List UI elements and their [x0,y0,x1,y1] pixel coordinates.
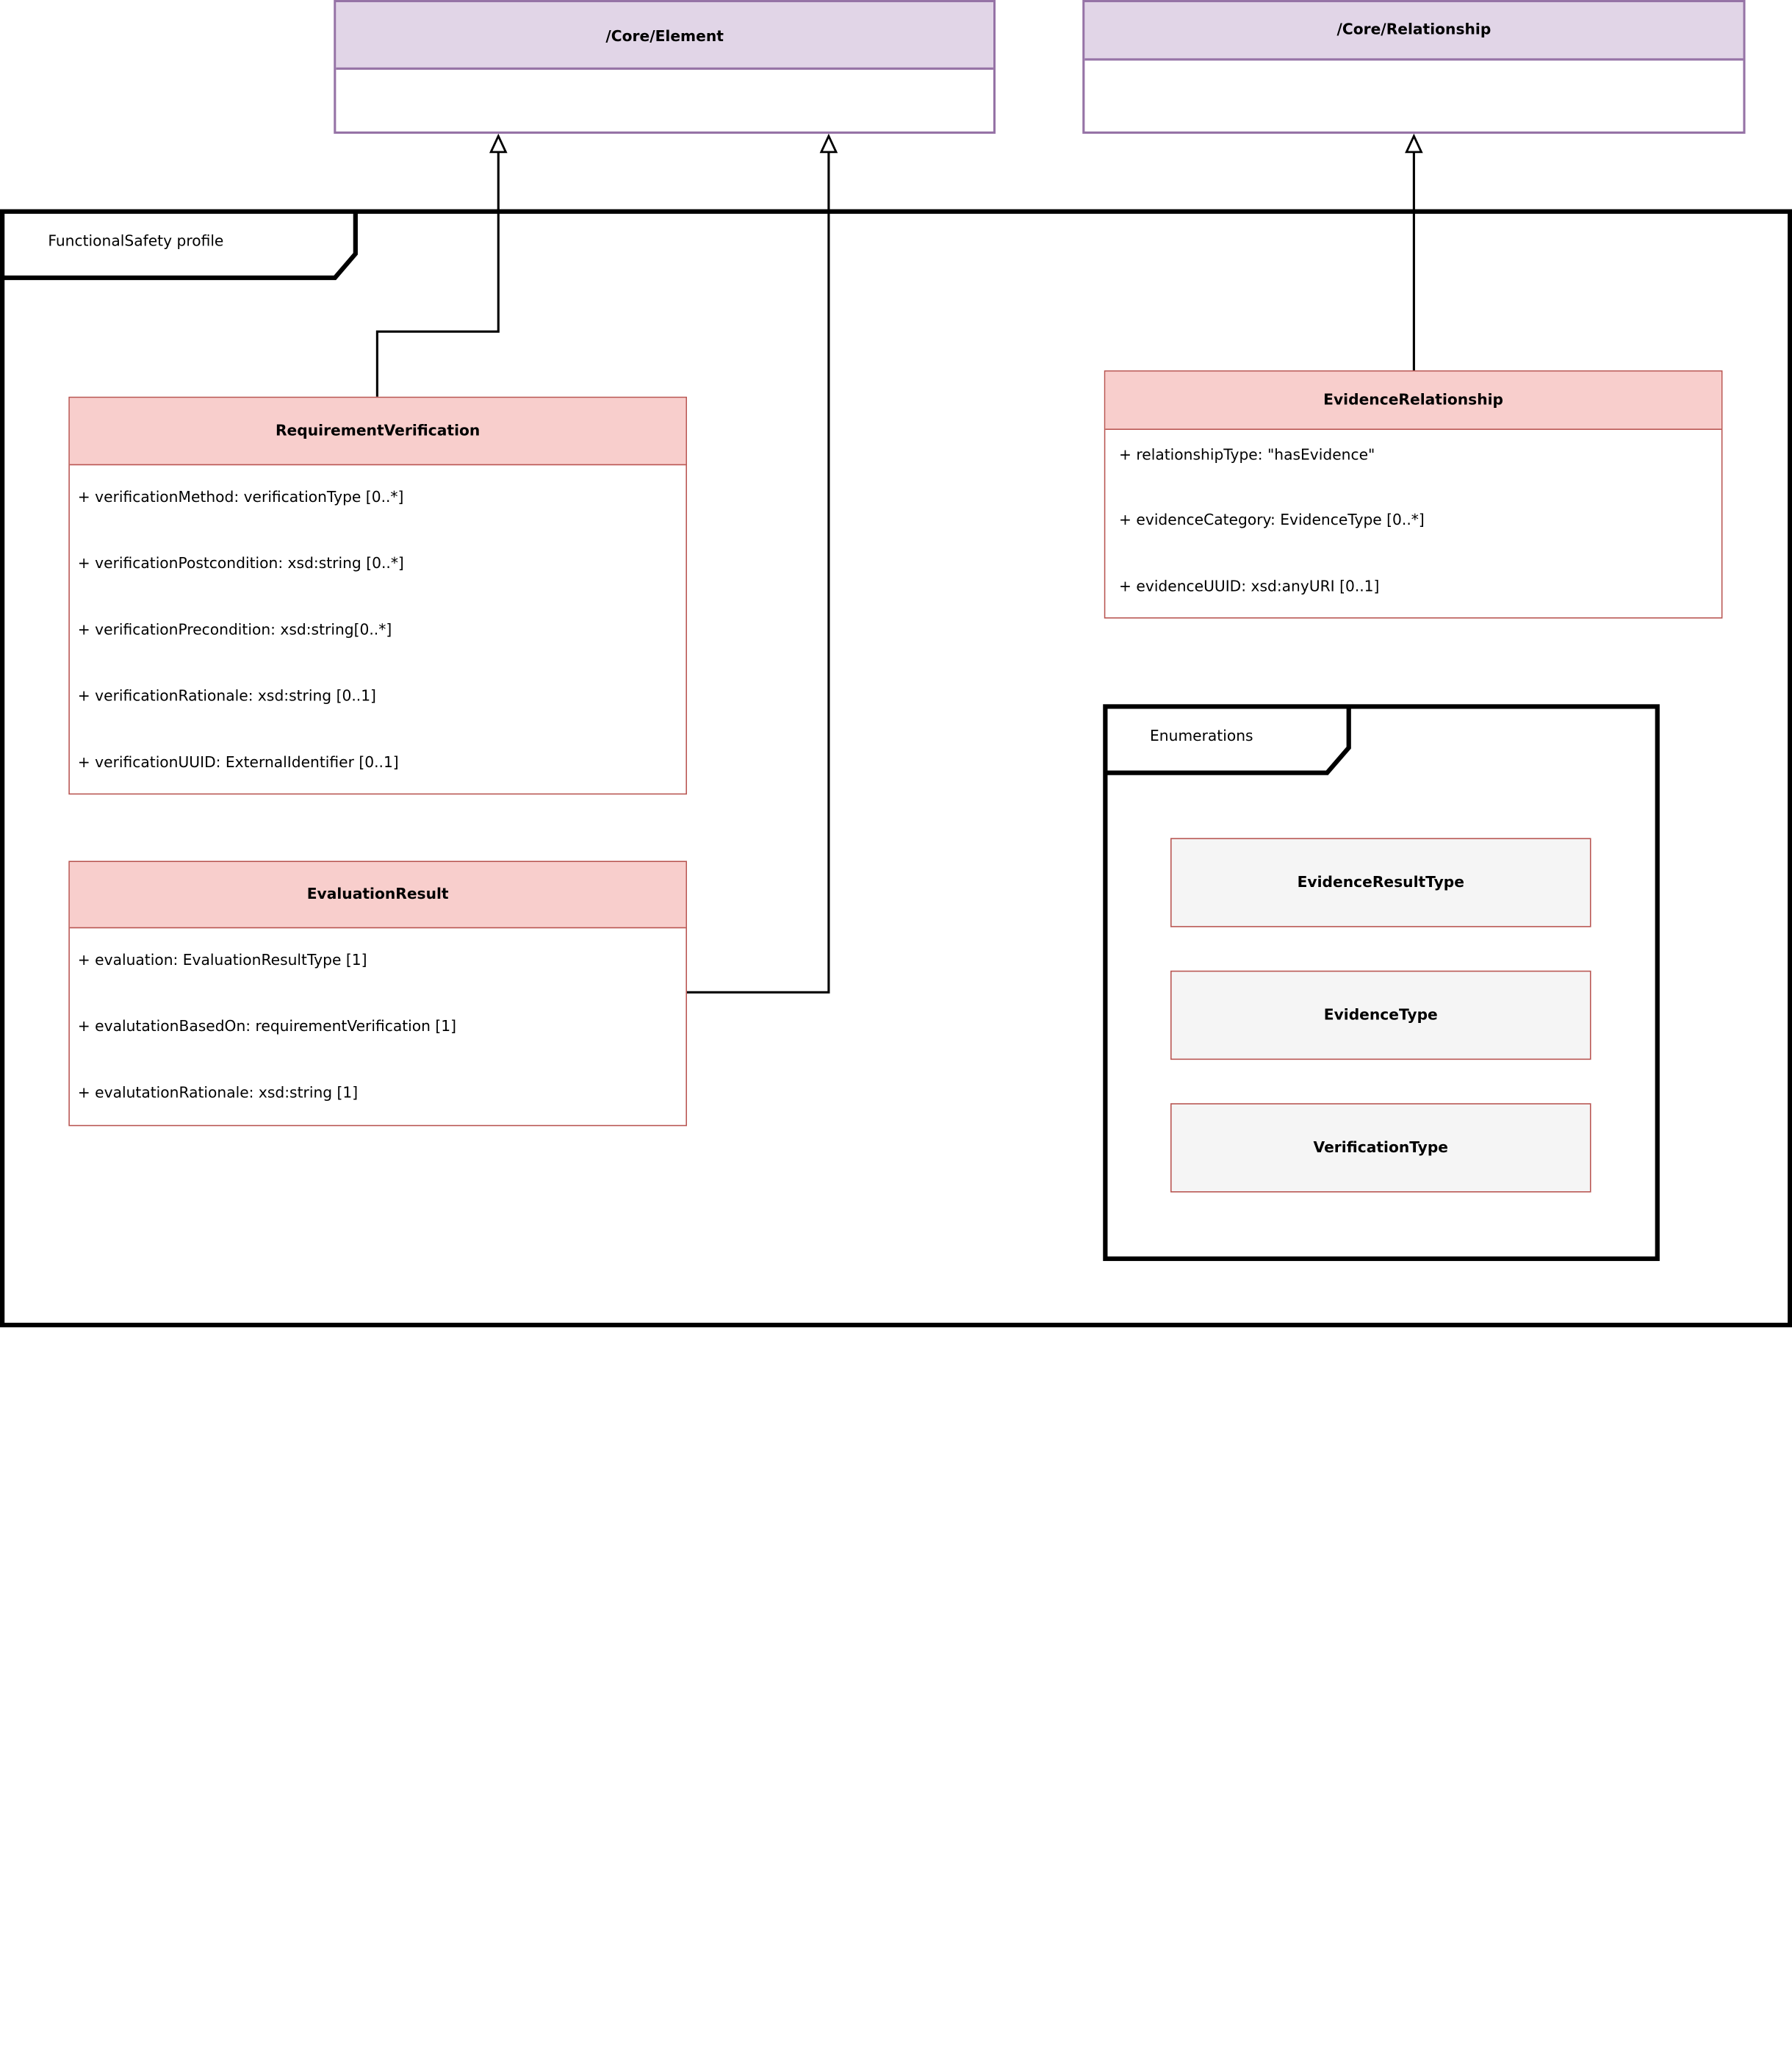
enum-evidenceresulttype[interactable]: EvidenceResultType [1170,838,1591,927]
attribute-row: + evalutationBasedOn: requirementVerific… [77,1019,457,1036]
generalization-line-requirementverification-to-element [375,149,500,397]
attribute-row: + relationshipType: "hasEvidence" [1119,447,1375,464]
attribute-row: + verificationRationale: xsd:string [0..… [77,688,376,705]
enum-verificationtype[interactable]: VerificationType [1170,1103,1591,1193]
attribute-row: + verificationUUID: ExternalIdentifier [… [77,754,399,772]
enumerations-label: Enumerations [1150,728,1253,746]
generalization-line-evaluationresult-to-element [686,149,830,994]
class-title: EvaluationResult [69,861,686,929]
connector-layer [375,133,1423,994]
class-title: RequirementVerification [69,398,686,466]
requirementverification-class[interactable]: RequirementVerification + verificationMe… [68,396,687,795]
core-element-class[interactable]: /Core/Element [334,0,996,134]
attribute-row: + evalutationRationale: xsd:string [1] [77,1085,359,1102]
attribute-row: + verificationPostcondition: xsd:string … [77,556,404,573]
generalization-arrowhead [489,133,508,154]
attribute-row: + verificationMethod: verificationType [… [77,489,404,507]
package-tab [2,211,358,281]
enumerations-package-frame [1103,704,1660,1261]
attribute-row: + evidenceUUID: xsd:anyURI [0..1] [1119,578,1380,596]
functionalsafety-package-frame [0,209,1792,1328]
package-label: FunctionalSafety profile [48,233,224,251]
generalization-arrowhead [1405,133,1423,154]
enumerations-tab [1105,706,1351,775]
enum-evidencetype[interactable]: EvidenceType [1170,970,1591,1060]
class-title: /Core/Relationship [1084,2,1744,61]
attribute-row: + evaluation: EvaluationResultType [1] [77,952,367,970]
core-relationship-class[interactable]: /Core/Relationship [1082,0,1746,134]
class-title: EvidenceRelationship [1105,371,1721,430]
evidencerelationship-class[interactable]: EvidenceRelationship + relationshipType:… [1104,370,1723,619]
attribute-row: + verificationPrecondition: xsd:string[0… [77,622,392,639]
generalization-arrowhead [819,133,838,154]
attribute-row: + evidenceCategory: EvidenceType [0..*] [1119,511,1425,530]
class-title: /Core/Element [336,2,993,70]
evaluationresult-class[interactable]: EvaluationResult + evaluation: Evaluatio… [68,861,687,1127]
